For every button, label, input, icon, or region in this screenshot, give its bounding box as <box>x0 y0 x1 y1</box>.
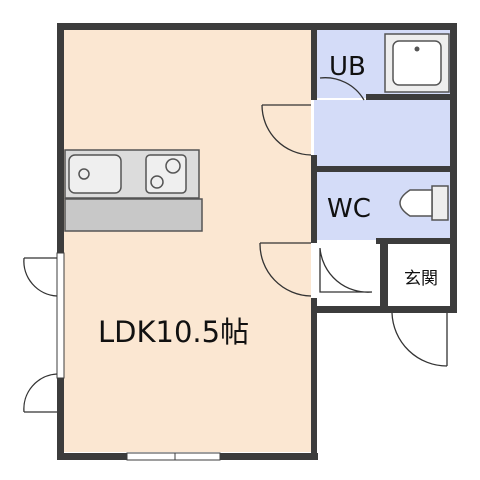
stove-icon <box>145 154 187 194</box>
ldk-label: LDK10.5帖 <box>98 315 249 349</box>
corridor-floor <box>314 100 452 170</box>
walls <box>57 23 457 460</box>
wc-door-swing <box>319 247 373 293</box>
left-window-swing-top <box>23 257 58 297</box>
left-window <box>56 252 65 379</box>
genkan-floor <box>388 244 450 306</box>
toilet-tank-icon <box>431 185 449 221</box>
left-window-swing-bottom <box>23 373 58 413</box>
genkan-label: 玄関 <box>404 269 438 289</box>
counter-shelf <box>64 198 203 232</box>
sink-icon <box>68 154 122 194</box>
ub-label: UB <box>329 52 366 82</box>
ldk-door-swing <box>259 242 312 297</box>
bottom-window <box>126 452 221 461</box>
ldk-floor <box>64 30 311 452</box>
wc-label: WC <box>327 194 371 224</box>
ub-sliding-swing <box>319 77 365 101</box>
ub-door-swing <box>261 104 312 156</box>
entrance-door-swing <box>391 312 448 367</box>
toilet-bowl-icon <box>399 189 433 217</box>
